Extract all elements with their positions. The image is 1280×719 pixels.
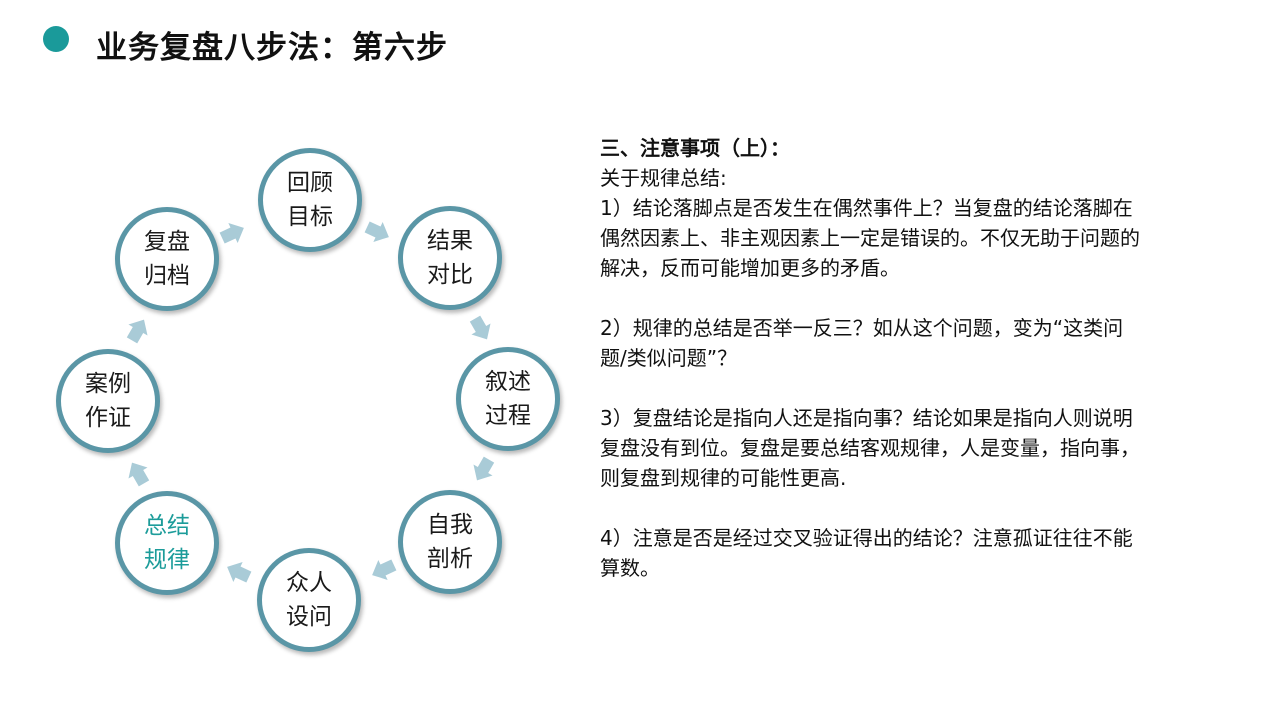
notes-heading: 三、注意事项（上）： bbox=[600, 136, 790, 160]
step-label: 总结 bbox=[144, 513, 190, 539]
step-label: 案例 bbox=[85, 371, 131, 397]
slide-title: 业务复盘八步法：第六步 bbox=[96, 30, 448, 66]
notes-panel: 三、注意事项（上）： 关于规律总结: 1）结论落脚点是否发生在偶然事件上？当复盘… bbox=[600, 133, 1140, 583]
cycle-step-self-analysis: 自我 剖析 bbox=[398, 490, 502, 594]
step-label: 叙述 bbox=[485, 369, 531, 395]
cycle-step-review-goal: 回顾 目标 bbox=[258, 148, 362, 252]
step-label: 目标 bbox=[287, 204, 333, 230]
cycle-step-case-evidence: 案例 作证 bbox=[56, 349, 160, 453]
cycle-arrow-icon bbox=[128, 462, 150, 487]
notes-item-4: 4）注意是否是经过交叉验证得出的结论？注意孤证往往不能算数。 bbox=[600, 526, 1133, 580]
paragraph-spacer bbox=[600, 283, 1140, 313]
notes-item-2: 2）规律的总结是否举一反三？如从这个问题，变为“这类问题/类似问题”？ bbox=[600, 316, 1124, 370]
notes-item-1: 1）结论落脚点是否发生在偶然事件上？当复盘的结论落脚在偶然因素上、非主观因素上一… bbox=[600, 196, 1140, 280]
cycle-step-describe-process: 叙述 过程 bbox=[456, 347, 560, 451]
step-label: 结果 bbox=[427, 228, 473, 254]
step-label: 回顾 bbox=[287, 170, 333, 196]
cycle-step-compare-result: 结果 对比 bbox=[398, 206, 502, 310]
step-label: 作证 bbox=[85, 405, 131, 431]
cycle-step-archive: 复盘 归档 bbox=[115, 207, 219, 311]
cycle-arrow-icon bbox=[372, 559, 397, 580]
paragraph-spacer bbox=[600, 493, 1140, 523]
cycle-arrow-icon bbox=[473, 456, 495, 481]
cycle-arrow-icon bbox=[219, 223, 244, 244]
paragraph-spacer bbox=[600, 373, 1140, 403]
cycle-arrow-icon bbox=[364, 221, 389, 242]
cycle-arrow-icon bbox=[227, 562, 252, 583]
cycle-step-summarize-rules: 总结 规律 bbox=[115, 491, 219, 595]
cycle-arrow-icon bbox=[469, 315, 491, 340]
cycle-arrow-icon bbox=[126, 319, 148, 344]
notes-item-3: 3）复盘结论是指向人还是指向事？结论如果是指向人则说明复盘没有到位。复盘是要总结… bbox=[600, 406, 1140, 490]
step-label: 设问 bbox=[286, 604, 332, 630]
cycle-step-group-questions: 众人 设问 bbox=[257, 548, 361, 652]
step-label: 众人 bbox=[286, 570, 332, 596]
step-label: 规律 bbox=[144, 547, 190, 573]
step-label: 自我 bbox=[427, 512, 473, 538]
notes-intro: 关于规律总结: bbox=[600, 166, 727, 190]
title-bullet-dot bbox=[43, 26, 69, 52]
step-label: 对比 bbox=[427, 262, 473, 288]
step-label: 过程 bbox=[485, 403, 531, 429]
step-label: 剖析 bbox=[427, 546, 473, 572]
step-label: 归档 bbox=[144, 263, 190, 289]
step-label: 复盘 bbox=[144, 229, 190, 255]
